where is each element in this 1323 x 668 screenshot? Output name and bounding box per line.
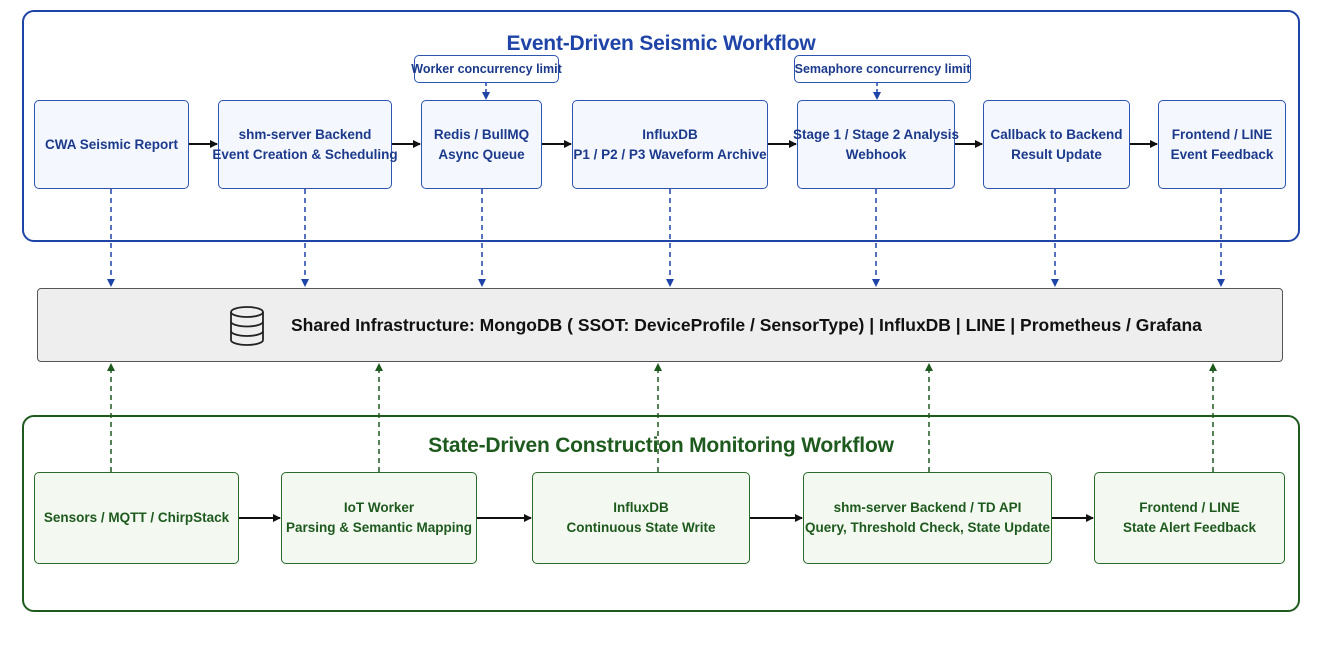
- step-sublabel: Continuous State Write: [566, 520, 716, 535]
- step-label: Stage 1 / Stage 2 Analysis: [792, 126, 960, 142]
- step-label: Frontend / LINE: [1139, 500, 1240, 515]
- construction-step-frontend-alert: Frontend / LINE State Alert Feedback: [1094, 472, 1285, 564]
- construction-step-backend-td-api: shm-server Backend / TD API Query, Thres…: [803, 472, 1052, 564]
- database-icon: [230, 306, 264, 346]
- shared-infrastructure-bar: Shared Infrastructure: MongoDB ( SSOT: D…: [37, 288, 1283, 362]
- seismic-workflow-title: Event-Driven Seismic Workflow: [506, 32, 816, 55]
- step-sublabel: State Alert Feedback: [1122, 520, 1257, 535]
- step-label: InfluxDB: [642, 126, 698, 142]
- step-sublabel: Async Queue: [438, 146, 525, 162]
- step-label: shm-server Backend: [238, 126, 372, 142]
- step-sublabel: Event Creation & Scheduling: [212, 146, 398, 162]
- step-label: Callback to Backend: [990, 126, 1123, 142]
- seismic-step-callback: Callback to Backend Result Update: [983, 100, 1130, 189]
- step-sublabel: Query, Threshold Check, State Update: [804, 520, 1051, 535]
- worker-concurrency-note: Worker concurrency limit: [411, 55, 562, 83]
- semaphore-concurrency-note: Semaphore concurrency limit: [794, 55, 971, 83]
- step-label: Frontend / LINE: [1171, 126, 1273, 142]
- construction-step-iot-worker: IoT Worker Parsing & Semantic Mapping: [281, 472, 477, 564]
- step-label: shm-server Backend / TD API: [833, 500, 1022, 515]
- step-label: CWA Seismic Report: [44, 136, 179, 152]
- seismic-step-backend-event-creation: shm-server Backend Event Creation & Sche…: [212, 100, 398, 189]
- seismic-step-redis-queue: Redis / BullMQ Async Queue: [421, 100, 542, 189]
- construction-step-influxdb-state: InfluxDB Continuous State Write: [532, 472, 750, 564]
- step-sublabel: Result Update: [1011, 146, 1102, 162]
- construction-workflow-panel: State-Driven Construction Monitoring Wor…: [22, 415, 1300, 612]
- step-label: IoT Worker: [343, 500, 415, 515]
- step-sublabel: Webhook: [845, 146, 907, 162]
- step-sublabel: Event Feedback: [1170, 146, 1274, 162]
- step-sublabel: P1 / P2 / P3 Waveform Archive: [573, 146, 767, 162]
- seismic-step-cwa-report: CWA Seismic Report: [34, 100, 189, 189]
- seismic-workflow-panel: Event-Driven Seismic Workflow: [22, 10, 1300, 242]
- step-label: Sensors / MQTT / ChirpStack: [43, 510, 230, 525]
- seismic-step-influxdb-archive: InfluxDB P1 / P2 / P3 Waveform Archive: [572, 100, 768, 189]
- step-sublabel: Parsing & Semantic Mapping: [285, 520, 473, 535]
- construction-step-sensors: Sensors / MQTT / ChirpStack: [34, 472, 239, 564]
- step-label: Redis / BullMQ: [433, 126, 530, 142]
- construction-workflow-title: State-Driven Construction Monitoring Wor…: [428, 434, 894, 457]
- shared-infrastructure-label: Shared Infrastructure: MongoDB ( SSOT: D…: [291, 315, 1202, 335]
- seismic-step-stage-analysis: Stage 1 / Stage 2 Analysis Webhook: [793, 100, 959, 189]
- seismic-step-frontend-feedback: Frontend / LINE Event Feedback: [1158, 100, 1286, 189]
- step-label: InfluxDB: [613, 500, 669, 515]
